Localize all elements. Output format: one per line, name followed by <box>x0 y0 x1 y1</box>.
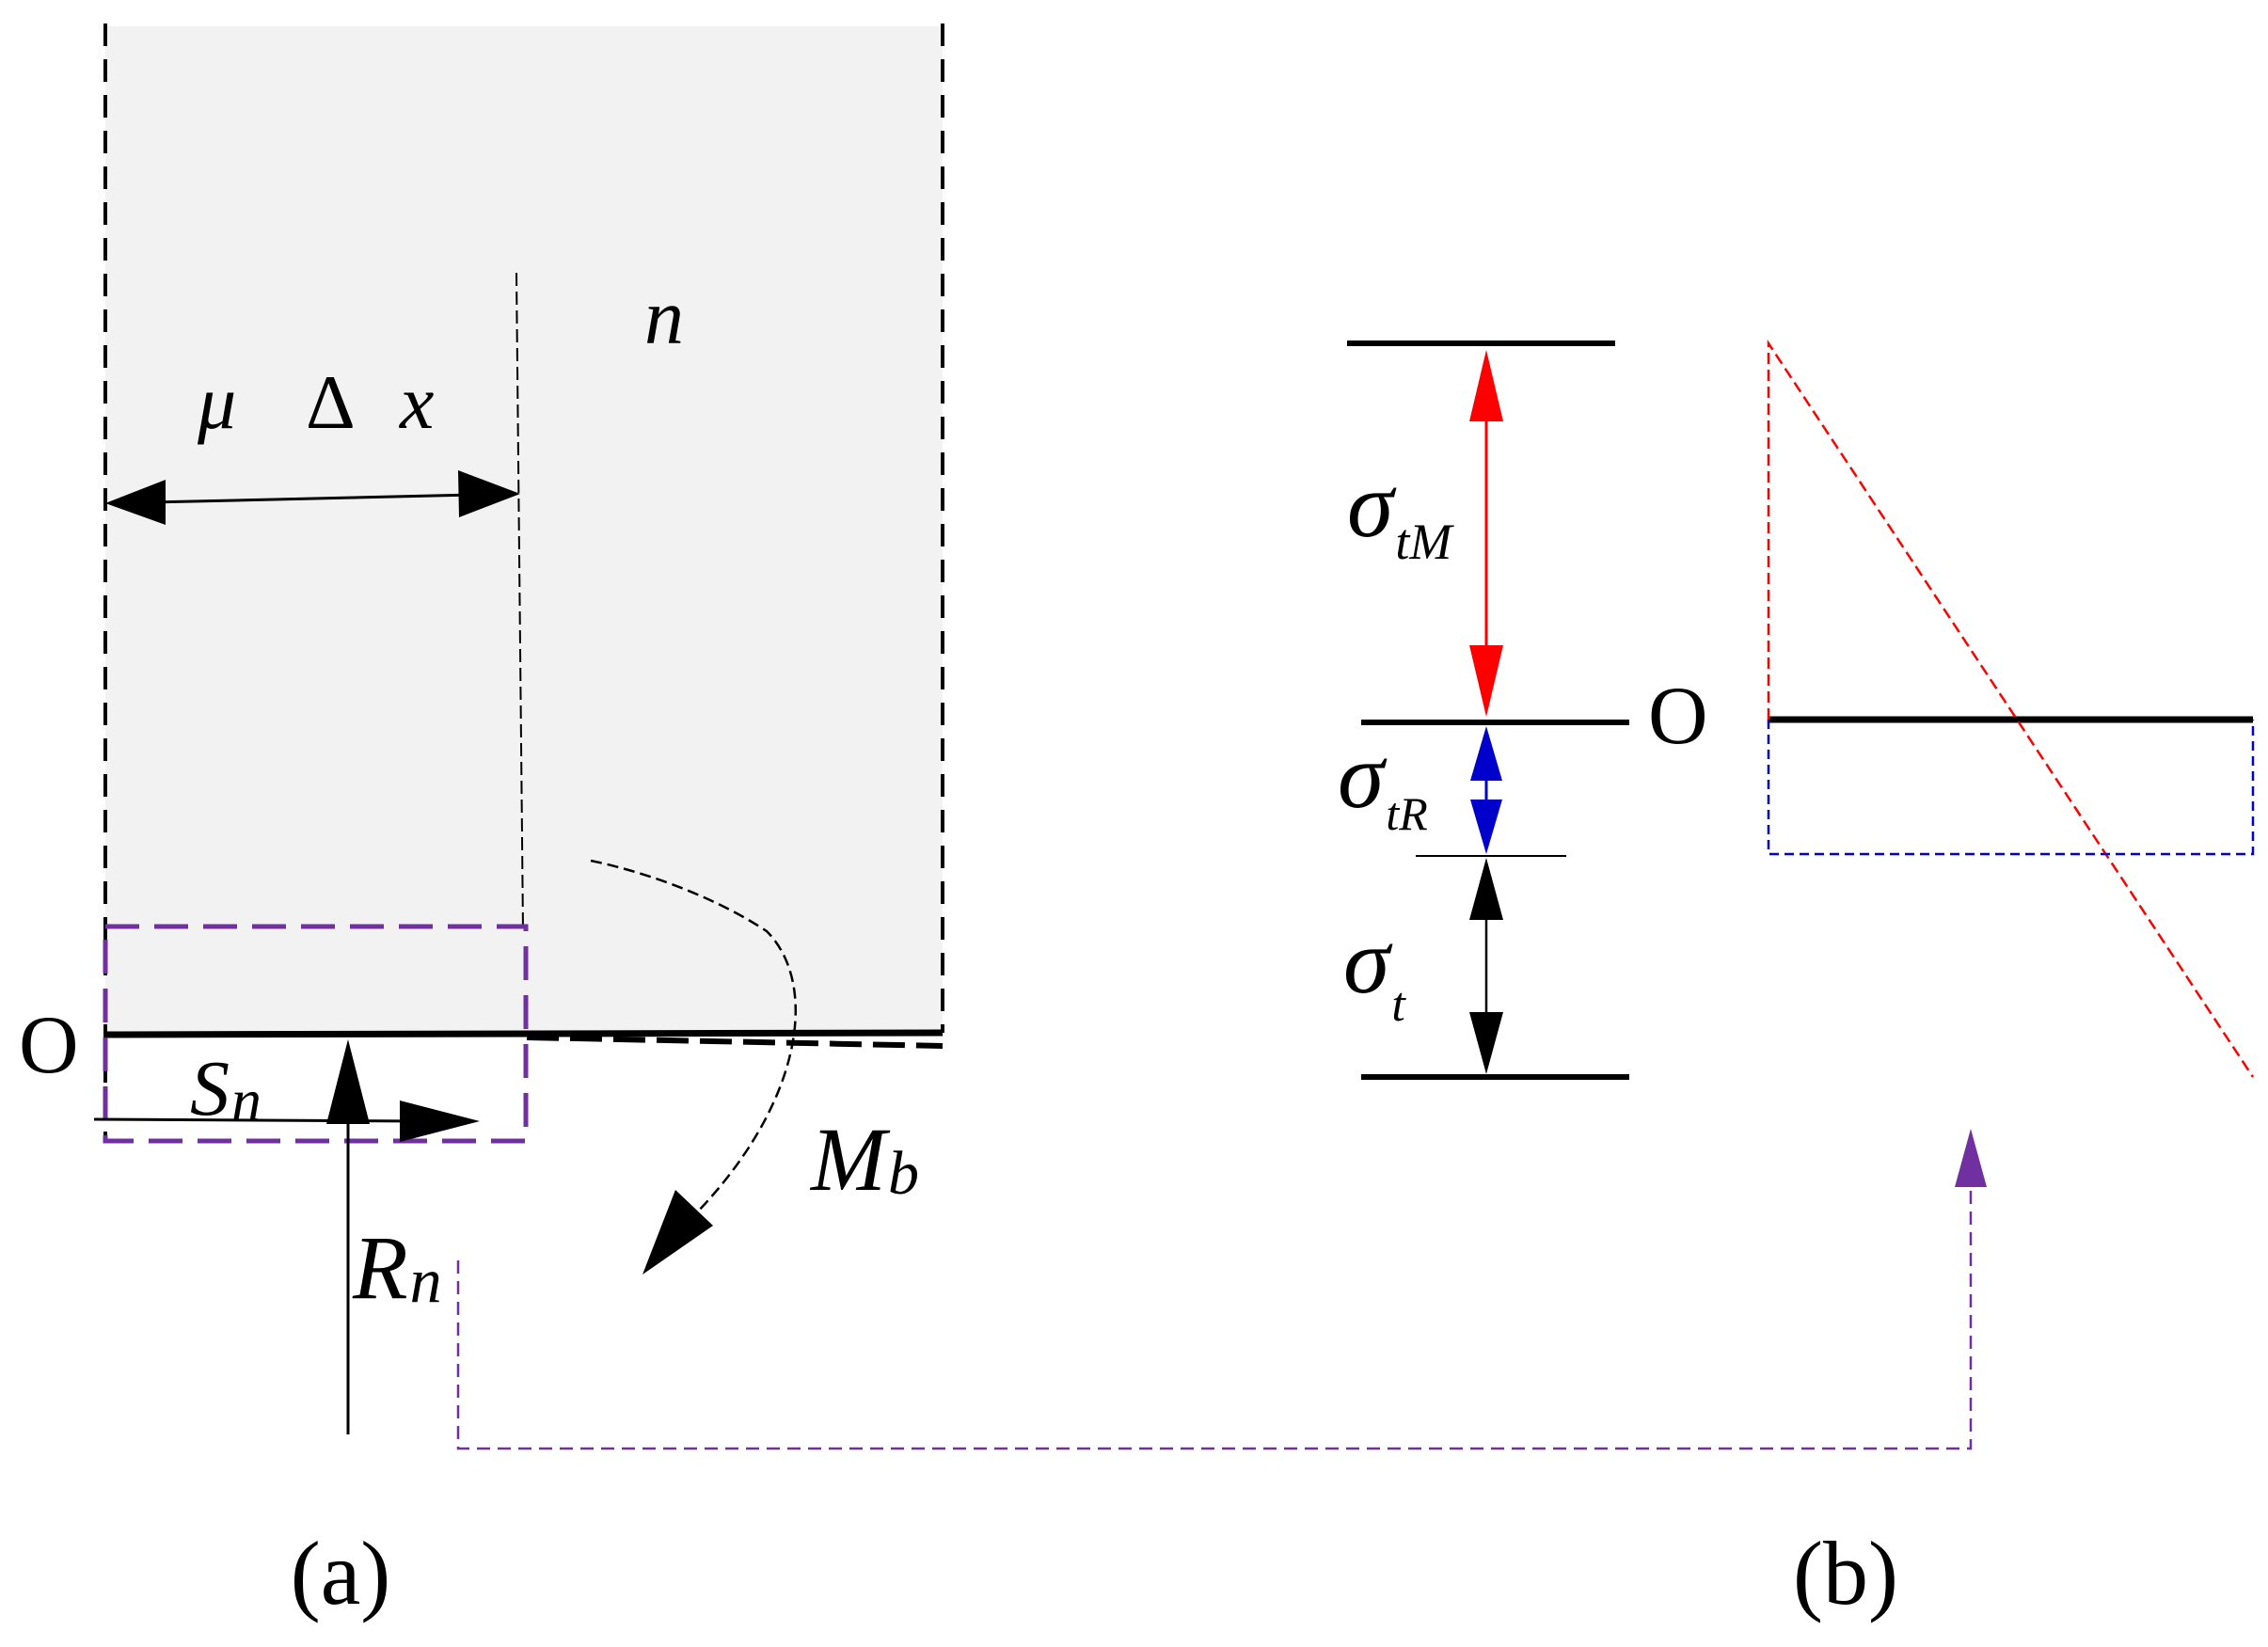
moment-curve-arrow <box>590 859 797 1214</box>
stress-label-tM-sub: tM <box>1395 514 1454 570</box>
width-arrowhead-left <box>105 480 166 525</box>
region-label: n <box>644 274 684 361</box>
caption-b: (b) <box>1793 1523 1898 1623</box>
stress-label-tM: σtM <box>1347 452 1454 570</box>
stress-label-tM-sigma: σ <box>1347 452 1397 557</box>
base-line <box>104 1029 944 1038</box>
element-box <box>103 924 529 1144</box>
shear-arrowhead <box>400 1101 480 1142</box>
width-arrowhead-right <box>458 470 520 517</box>
stress-label-t-sigma: σ <box>1343 909 1393 1013</box>
stress-label-t-sub: t <box>1391 978 1406 1032</box>
deflected-base-dashed <box>526 1035 944 1049</box>
reaction-label-sub: n <box>410 1244 442 1316</box>
slice-boundary-line <box>515 272 524 932</box>
bending-arrowhead-top <box>1469 350 1503 421</box>
moment-arrowhead <box>642 1190 713 1275</box>
reaction-label-base: R <box>352 1217 408 1318</box>
shear-label: Sn <box>190 1045 262 1133</box>
reaction-arrowhead <box>326 1039 370 1124</box>
total-arrowhead-bottom <box>1469 1012 1503 1074</box>
total-arrowhead-top <box>1469 858 1503 920</box>
bending-distribution <box>1767 339 2255 1078</box>
reaction-distribution <box>1767 720 2255 856</box>
shear-label-sub: n <box>231 1067 262 1133</box>
shear-label-base: S <box>190 1045 230 1132</box>
stress-label-tR-sub: tR <box>1386 787 1427 840</box>
width-label-mu: μ <box>197 359 236 445</box>
stress-label-t: σt <box>1343 909 1406 1032</box>
reaction-arrowhead-bottom <box>1470 800 1502 854</box>
width-label-x: x <box>399 359 434 445</box>
moment-label-base: M <box>809 1109 891 1210</box>
caption-a: (a) <box>291 1523 391 1623</box>
reaction-label: Rn <box>352 1217 442 1318</box>
moment-label: Mb <box>809 1109 919 1210</box>
stress-label-tR-sigma: σ <box>1338 723 1388 828</box>
width-dimension-arrow <box>110 492 516 505</box>
stress-label-tR: σtR <box>1338 723 1428 840</box>
connector-line <box>456 1185 1973 1450</box>
reaction-arrowhead-top <box>1470 726 1502 781</box>
width-label-delta: Δ <box>306 359 356 445</box>
panel-a: n μ Δ x O Sn Rn Mb (a) <box>19 24 944 1623</box>
panel-b: σtM σtR σt O (b) <box>1338 339 2255 1623</box>
bending-arrowhead-bottom <box>1469 645 1503 717</box>
origin-label-a: O <box>19 1000 79 1091</box>
soil-block-region <box>105 26 943 1033</box>
moment-label-sub: b <box>888 1139 919 1208</box>
connector-arrowhead <box>1955 1129 1987 1187</box>
origin-label-b: O <box>1648 671 1708 762</box>
